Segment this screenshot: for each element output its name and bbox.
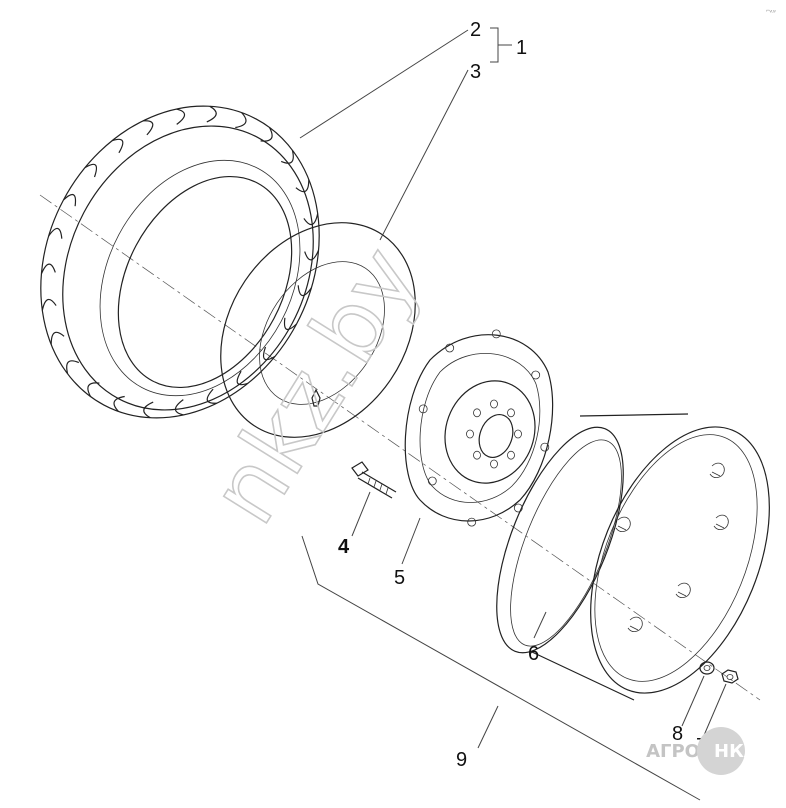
corner-mark: ⌐ᵥᵤᵥ	[766, 8, 776, 14]
tyre-tread-lugs	[40, 105, 320, 419]
tread-lug	[235, 112, 247, 129]
label-1: 1	[516, 37, 527, 59]
tread-lug	[87, 382, 100, 397]
label-2: 2	[470, 19, 481, 41]
tread-lug	[48, 227, 63, 239]
bolt-hole	[514, 429, 522, 439]
rim-lug	[627, 616, 643, 632]
wheel-rim	[496, 413, 770, 701]
tread-lug	[113, 395, 125, 412]
watermark: nkz.by	[189, 228, 441, 542]
bolt-hole	[507, 408, 515, 418]
disc-notch	[540, 442, 550, 452]
rim-lug	[709, 462, 725, 478]
disc-rim-notches	[418, 329, 550, 527]
tread-lug	[40, 263, 56, 274]
logo-right-text: НКА	[714, 741, 758, 762]
label-3: 3	[470, 61, 481, 83]
rim-mounting-lugs	[615, 462, 729, 632]
bolt-hole	[473, 408, 481, 418]
watermark-text: nkz.by	[190, 229, 441, 542]
nut	[721, 669, 739, 684]
label-6: 6	[528, 643, 539, 665]
disc-notch	[491, 329, 501, 339]
leader-lines	[299, 27, 727, 801]
wheel-disc	[404, 329, 554, 527]
agronka-logo: АГРО НКА	[646, 727, 758, 775]
part-labels: 1 2 3 4 5 6 7 8 9	[338, 19, 707, 771]
bolt-hole	[466, 429, 474, 439]
bolt-hole	[490, 459, 498, 469]
label-5: 5	[394, 567, 405, 589]
label-8: 8	[672, 723, 683, 745]
bolt	[351, 461, 397, 499]
tread-lug	[295, 179, 310, 193]
tread-lug	[176, 108, 186, 125]
tread-lug	[297, 285, 312, 297]
disc-notch	[418, 404, 428, 414]
tread-lug	[50, 331, 65, 345]
disc-notch	[531, 370, 541, 380]
tread-lug	[66, 360, 80, 374]
tread-lug	[280, 150, 294, 164]
tread-lug	[283, 317, 297, 331]
disc-notch	[427, 476, 437, 486]
tread-lug	[303, 213, 319, 226]
logo-left-text: АГРО	[646, 741, 700, 762]
tread-lug	[236, 370, 249, 386]
tread-lug	[111, 138, 124, 154]
tread-lug	[304, 250, 320, 261]
disc-notch	[513, 503, 523, 513]
tread-lug	[262, 346, 276, 361]
logo-circle-icon	[697, 727, 745, 775]
assembly-axis	[39, 194, 761, 701]
bolt-hole	[507, 450, 515, 460]
tread-lug	[174, 399, 184, 416]
disc-notch	[467, 517, 477, 527]
bolt-hole	[490, 399, 498, 409]
rim-lug	[675, 582, 691, 598]
label-4: 4	[338, 536, 350, 558]
tread-lug	[260, 127, 273, 142]
rim-lug	[713, 514, 729, 530]
tyre	[40, 105, 320, 419]
tread-lug	[41, 298, 57, 311]
tread-lug	[206, 388, 217, 404]
hub-bolt-holes	[466, 399, 522, 469]
tread-lug	[84, 163, 98, 178]
washer	[699, 661, 715, 675]
disc-notch	[445, 343, 455, 353]
tread-lug	[143, 120, 154, 136]
rim-lug	[615, 516, 631, 532]
tread-lug	[63, 193, 77, 207]
bolt-hole	[473, 450, 481, 460]
label-9: 9	[456, 749, 467, 771]
tread-lug	[143, 401, 154, 419]
tread-lug	[206, 105, 217, 123]
